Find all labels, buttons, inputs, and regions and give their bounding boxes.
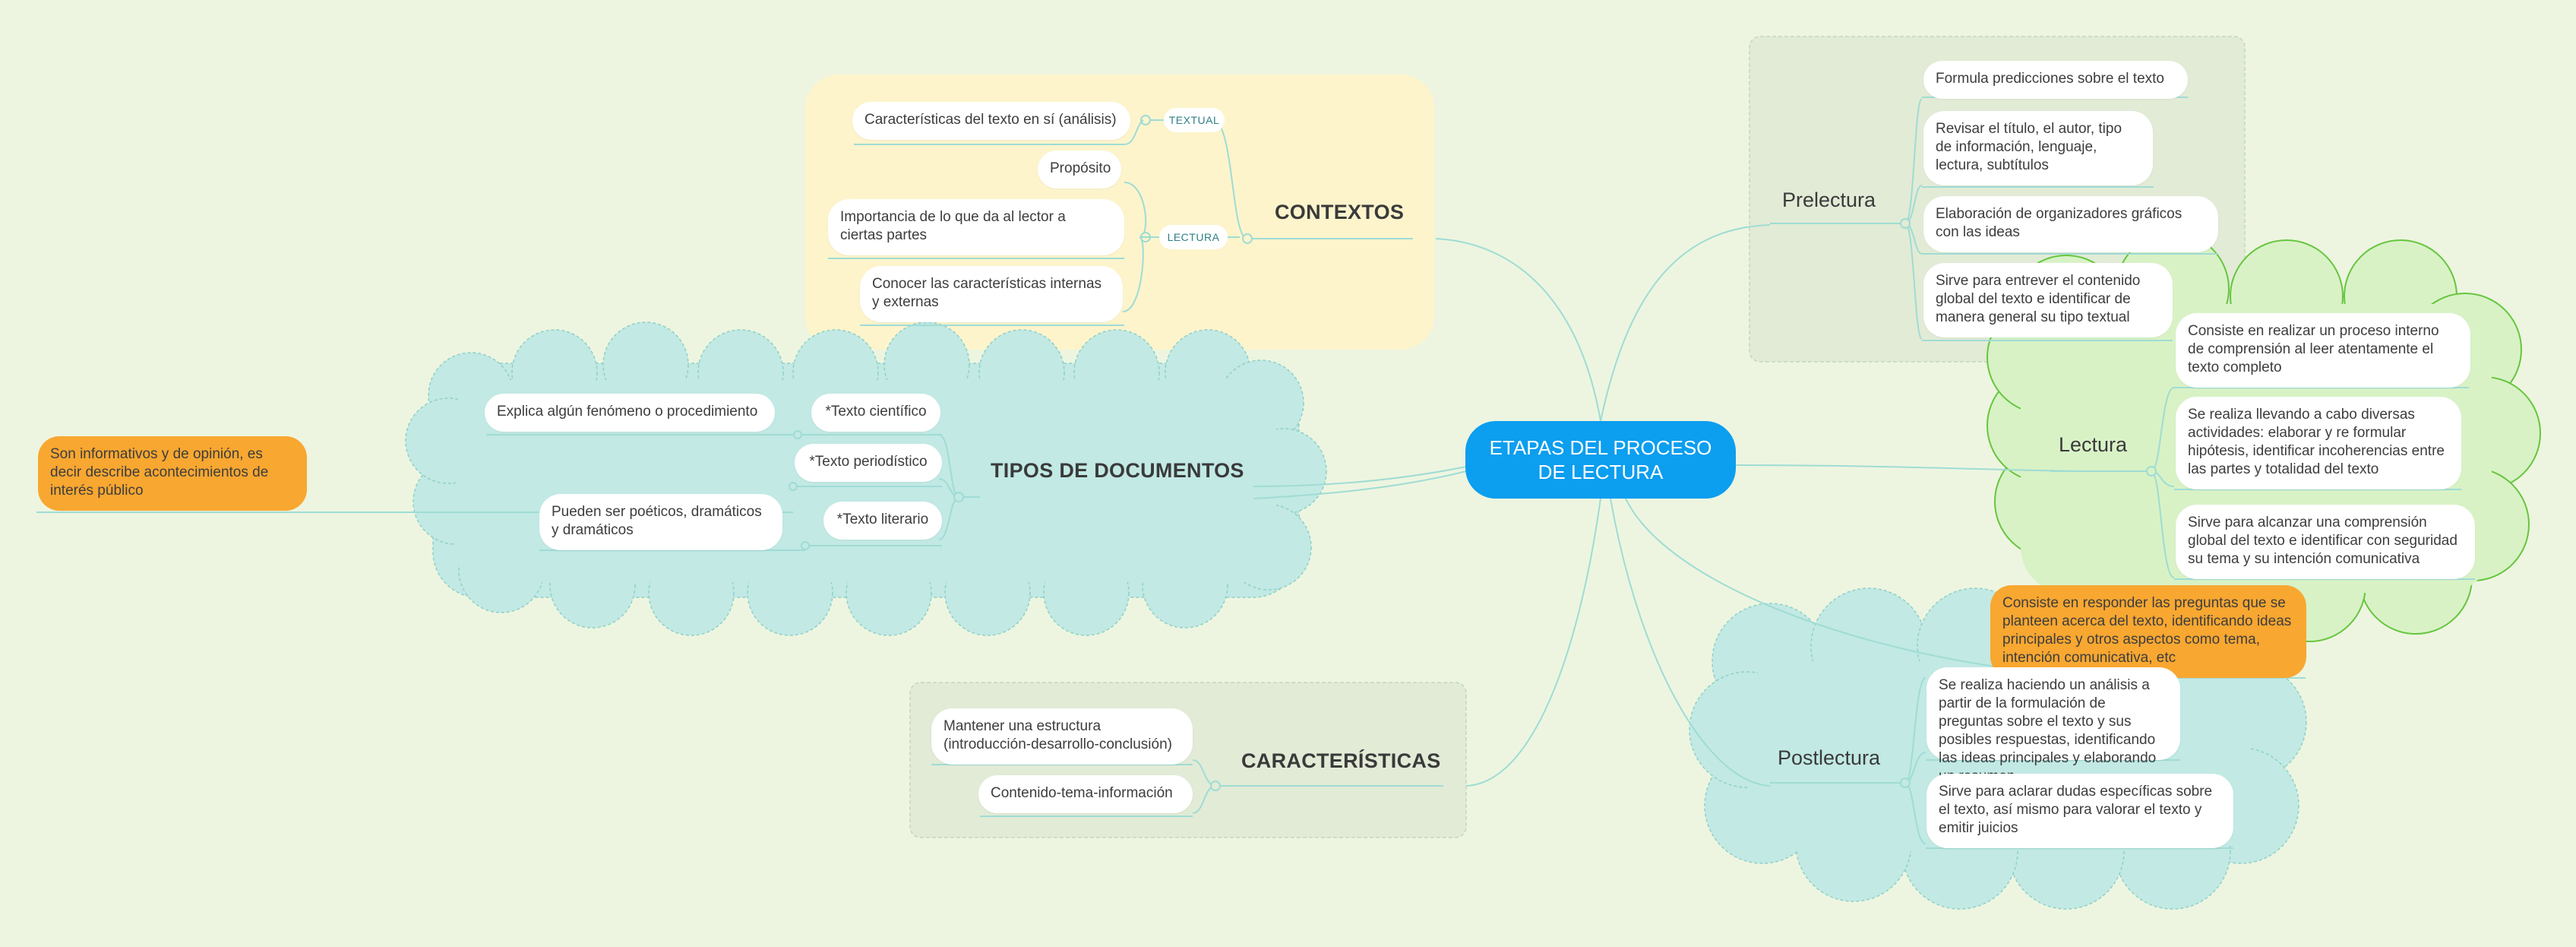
textual-label[interactable]: TEXTUAL bbox=[1164, 108, 1225, 132]
caracteristicas-item[interactable]: Contenido-tema-información bbox=[978, 775, 1193, 813]
postlectura-item[interactable]: Se realiza haciendo un análisis a partir… bbox=[1926, 667, 2180, 784]
caracteristicas-connectors bbox=[931, 759, 1443, 817]
contextos-textual-item[interactable]: Características del texto en sí (análisi… bbox=[852, 102, 1130, 140]
prelectura-item[interactable]: Revisar el título, el autor, tipo de inf… bbox=[1923, 111, 2153, 185]
contextos-title[interactable]: CONTEXTOS bbox=[1275, 201, 1405, 223]
texto-literario-node[interactable]: *Texto literario bbox=[823, 502, 942, 540]
texto-cientifico-node[interactable]: *Texto científico bbox=[811, 394, 940, 432]
lectura-item[interactable]: Se realiza llevando a cabo diversas acti… bbox=[2176, 397, 2461, 489]
texto-literario-detail[interactable]: Pueden ser poéticos, dramáticos y dramát… bbox=[539, 494, 782, 550]
prelectura-item[interactable]: Elaboración de organizadores gráficos co… bbox=[1923, 196, 2218, 252]
texto-periodistico-detail[interactable]: Son informativos y de opinión, es decir … bbox=[38, 436, 307, 511]
lectura-title[interactable]: Lectura bbox=[2059, 433, 2128, 456]
caracteristicas-item[interactable]: Mantener una estructura (introducción-de… bbox=[931, 708, 1193, 765]
central-topic[interactable]: ETAPAS DEL PROCESO DE LECTURA bbox=[1465, 421, 1736, 499]
prelectura-item[interactable]: Sirve para entrever el contenido global … bbox=[1923, 263, 2173, 337]
tipos-title[interactable]: TIPOS DE DOCUMENTOS bbox=[991, 459, 1244, 482]
lectura-connectors bbox=[2051, 387, 2475, 580]
prelectura-item[interactable]: Formula predicciones sobre el texto bbox=[1923, 61, 2188, 99]
lectura-item[interactable]: Consiste en realizar un proceso interno … bbox=[2176, 313, 2470, 388]
contextos-lectura-item[interactable]: Conocer las características internas y e… bbox=[860, 266, 1123, 322]
lectura-item[interactable]: Sirve para alcanzar una comprensión glob… bbox=[2176, 505, 2475, 579]
lectura-label[interactable]: LECTURA bbox=[1159, 225, 1228, 249]
contextos-lectura-item[interactable]: Importancia de lo que da al lector a cie… bbox=[828, 199, 1124, 255]
postlectura-title[interactable]: Postlectura bbox=[1778, 746, 1881, 769]
prelectura-title[interactable]: Prelectura bbox=[1782, 188, 1876, 211]
texto-cientifico-detail[interactable]: Explica algún fenómeno o procedimiento bbox=[485, 394, 775, 432]
texto-periodistico-node[interactable]: *Texto periodístico bbox=[795, 444, 942, 482]
contextos-lectura-item[interactable]: Propósito bbox=[1038, 150, 1121, 188]
caracteristicas-title[interactable]: CARACTERÍSTICAS bbox=[1241, 749, 1441, 772]
postlectura-item[interactable]: Sirve para aclarar dudas específicas sob… bbox=[1926, 774, 2233, 848]
postlectura-item[interactable]: Consiste en responder las preguntas que … bbox=[1990, 585, 2306, 678]
